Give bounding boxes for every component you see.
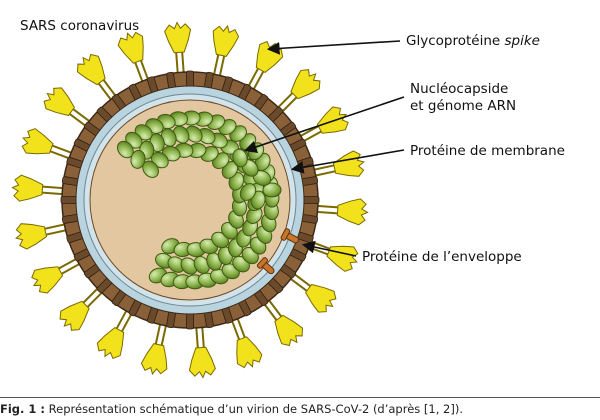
- diagram-title: SARS coronavirus: [20, 18, 139, 34]
- label-envelope: Protéine de l’enveloppe: [362, 249, 522, 265]
- virion-diagram: SARS coronavirus Glycoprotéine spike Nuc…: [11, 18, 565, 379]
- membrane-protein: [60, 196, 79, 204]
- membrane-protein: [301, 196, 320, 204]
- nucleocapsid-bead: [232, 148, 248, 168]
- membrane-protein: [186, 311, 194, 330]
- nucleocapsid-bead: [239, 183, 257, 201]
- nucleocapsid-bead: [142, 160, 159, 178]
- label-nucleocapsid-line2: et génome ARN: [410, 98, 516, 114]
- arrow-nucleocapsid: [243, 96, 405, 153]
- label-nucleocapsid-line1: Nucléocapside: [410, 81, 508, 97]
- envelope-proteins: [256, 228, 300, 275]
- arrow-spike: [266, 40, 401, 55]
- spike-glycoproteins: [11, 21, 369, 379]
- spike-glycoprotein: [76, 53, 122, 107]
- membrane-protein: [186, 70, 194, 89]
- nucleocapsid-helix: [116, 110, 282, 290]
- label-spike: Glycoprotéine spike: [406, 33, 540, 49]
- nucleocapsid-bead: [185, 125, 203, 143]
- caption-divider: [0, 397, 600, 398]
- arrow-membrane: [290, 149, 405, 174]
- arrow-envelope: [301, 240, 357, 257]
- caption-text: Représentation schématique d’un virion d…: [45, 402, 463, 416]
- spike-glycoprotein: [59, 282, 109, 331]
- label-membrane: Protéine de membrane: [410, 143, 565, 159]
- nucleocapsid-bead: [262, 182, 282, 198]
- figure-caption: Fig. 1 : Représentation schématique d’un…: [0, 402, 600, 416]
- caption-figure-number: Fig. 1 :: [0, 402, 46, 416]
- nucleocapsid-bead: [130, 149, 146, 169]
